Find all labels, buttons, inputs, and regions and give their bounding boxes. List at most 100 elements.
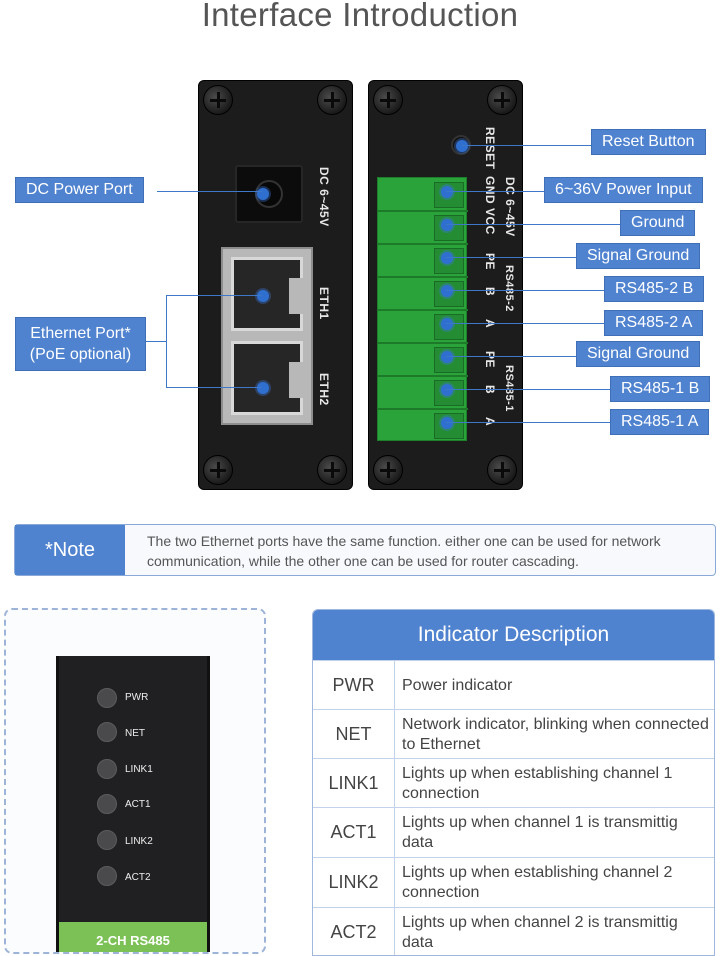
led-label-link1: LINK1 [125, 764, 153, 775]
screw-icon [317, 85, 347, 115]
table-cell-key: ACT2 [313, 908, 395, 955]
screw-icon [487, 85, 517, 115]
table-cell-value: Power indicator [402, 676, 513, 694]
gnd-pin-dot [441, 219, 453, 231]
terminal-block [377, 177, 468, 441]
rs485-2-group-label: RS485-2 [503, 265, 515, 312]
left-panel: DC 6~45V ETH1 ETH2 [198, 80, 353, 490]
screw-icon [373, 85, 403, 115]
device-image-frame: PWR NET LINK1 ACT1 LINK2 ACT2 2-CH RS485 [4, 608, 266, 954]
pe1-label: PE [483, 351, 497, 369]
table-cell-key: LINK1 [313, 759, 395, 808]
reset-button-callout: Reset Button [591, 129, 706, 155]
act1-led-icon [97, 794, 117, 814]
eth2-marker-dot [257, 382, 269, 394]
reset-leader-line [462, 145, 591, 146]
led-label-act2: ACT2 [125, 872, 151, 883]
screw-icon [317, 455, 347, 485]
vcc-pin-dot [441, 186, 453, 198]
link2-led-icon [97, 830, 117, 850]
b2-leader-line [446, 290, 604, 291]
note-text: The two Ethernet ports have the same fun… [147, 533, 661, 569]
eth1-leader-line [166, 295, 262, 296]
table-row: ACT1 Lights up when channel 1 is transmi… [313, 807, 714, 857]
screw-icon [203, 85, 233, 115]
b2-pin-dot [441, 285, 453, 297]
table-cell-value: Lights up when establishing channel 1 co… [402, 764, 673, 802]
led-label-pwr: PWR [125, 692, 149, 703]
dc-power-jack [235, 165, 303, 223]
rs485-2-b-callout: RS485-2 B [604, 276, 705, 302]
eth-leader-line [146, 341, 166, 342]
reset-label: RESET [483, 127, 497, 170]
table-cell-value: Lights up when establishing channel 2 co… [402, 863, 673, 901]
vcc-leader-line [446, 191, 544, 192]
eth1-label: ETH1 [317, 287, 331, 320]
dc-port-marker-dot [257, 188, 269, 200]
table-cell-value: Lights up when channel 1 is transmittig … [402, 813, 678, 851]
ethernet-port-2 [231, 341, 303, 415]
pwr-led-icon [97, 688, 117, 708]
poe-optional-text: (PoE optional) [29, 346, 132, 363]
page-title: Interface Introduction [201, 0, 519, 33]
ethernet-block [221, 247, 313, 425]
table-row: LINK2 Lights up when establishing channe… [313, 857, 714, 907]
power-input-callout: 6~36V Power Input [544, 177, 703, 203]
dc-voltage-label: DC 6~45V [317, 167, 331, 227]
table-row: LINK1 Lights up when establishing channe… [313, 758, 714, 808]
right-panel: RESET GND VCC DC 6~45V PE B A RS485-2 PE… [368, 80, 523, 490]
led-label-net: NET [125, 728, 145, 739]
led-label-act1: ACT1 [125, 799, 151, 810]
table-row: PWR Power indicator [313, 660, 714, 710]
table-row: ACT2 Lights up when channel 2 is transmi… [313, 907, 714, 955]
b1-leader-line [446, 389, 610, 390]
indicator-table-title: Indicator Description [313, 610, 714, 660]
reset-marker-dot [456, 140, 468, 152]
eth2-label: ETH2 [317, 373, 331, 406]
a1-pin-dot [441, 417, 453, 429]
indicator-table: Indicator Description PWR Power indicato… [312, 609, 715, 956]
ground-callout: Ground [620, 210, 696, 236]
rs485-1-a-callout: RS485-1 A [610, 409, 710, 435]
dc-voltage-label-right: DC 6~45V [503, 177, 517, 237]
eth-leader-bracket [166, 295, 167, 387]
table-cell-key: LINK2 [313, 858, 395, 907]
screw-icon [487, 455, 517, 485]
b1-pin-dot [441, 384, 453, 396]
link1-led-icon [97, 759, 117, 779]
eth2-leader-line [166, 387, 262, 388]
act2-led-icon [97, 866, 117, 886]
gnd-leader-line [446, 224, 620, 225]
pe1-leader-line [446, 356, 576, 357]
pe2-pin-dot [441, 252, 453, 264]
a2-leader-line [446, 323, 604, 324]
screw-icon [203, 455, 233, 485]
eth1-marker-dot [257, 290, 269, 302]
pe2-leader-line [446, 257, 576, 258]
dc-power-port-callout: DC Power Port [15, 177, 144, 203]
a1-leader-line [446, 422, 610, 423]
ethernet-port-text: Ethernet Port* [30, 325, 131, 342]
rs485-1-group-label: RS485-1 [503, 365, 515, 412]
table-cell-key: PWR [313, 661, 395, 710]
device-front: PWR NET LINK1 ACT1 LINK2 ACT2 2-CH RS485 [56, 656, 210, 952]
rs485-2-a-callout: RS485-2 A [604, 310, 704, 336]
led-label-link2: LINK2 [125, 836, 153, 847]
net-led-icon [97, 722, 117, 742]
table-cell-key: ACT1 [313, 808, 395, 857]
table-cell-key: NET [313, 710, 395, 759]
pe1-pin-dot [441, 351, 453, 363]
signal-ground-1-callout: Signal Ground [576, 341, 701, 367]
note-tag: *Note [15, 525, 125, 575]
table-cell-value: Network indicator, blinking when connect… [402, 715, 709, 753]
rs485-1-b-callout: RS485-1 B [610, 376, 711, 402]
gnd-vcc-label: GND VCC [483, 176, 497, 235]
dc-leader-line [157, 191, 262, 192]
pe2-label: PE [483, 253, 497, 271]
signal-ground-2-callout: Signal Ground [576, 243, 701, 269]
a1-label: A [483, 417, 497, 426]
table-cell-value: Lights up when channel 2 is transmittig … [402, 913, 678, 951]
note-box: *Note The two Ethernet ports have the sa… [14, 524, 716, 576]
b2-label: B [483, 287, 497, 297]
device-model-band: 2-CH RS485 [59, 922, 207, 952]
